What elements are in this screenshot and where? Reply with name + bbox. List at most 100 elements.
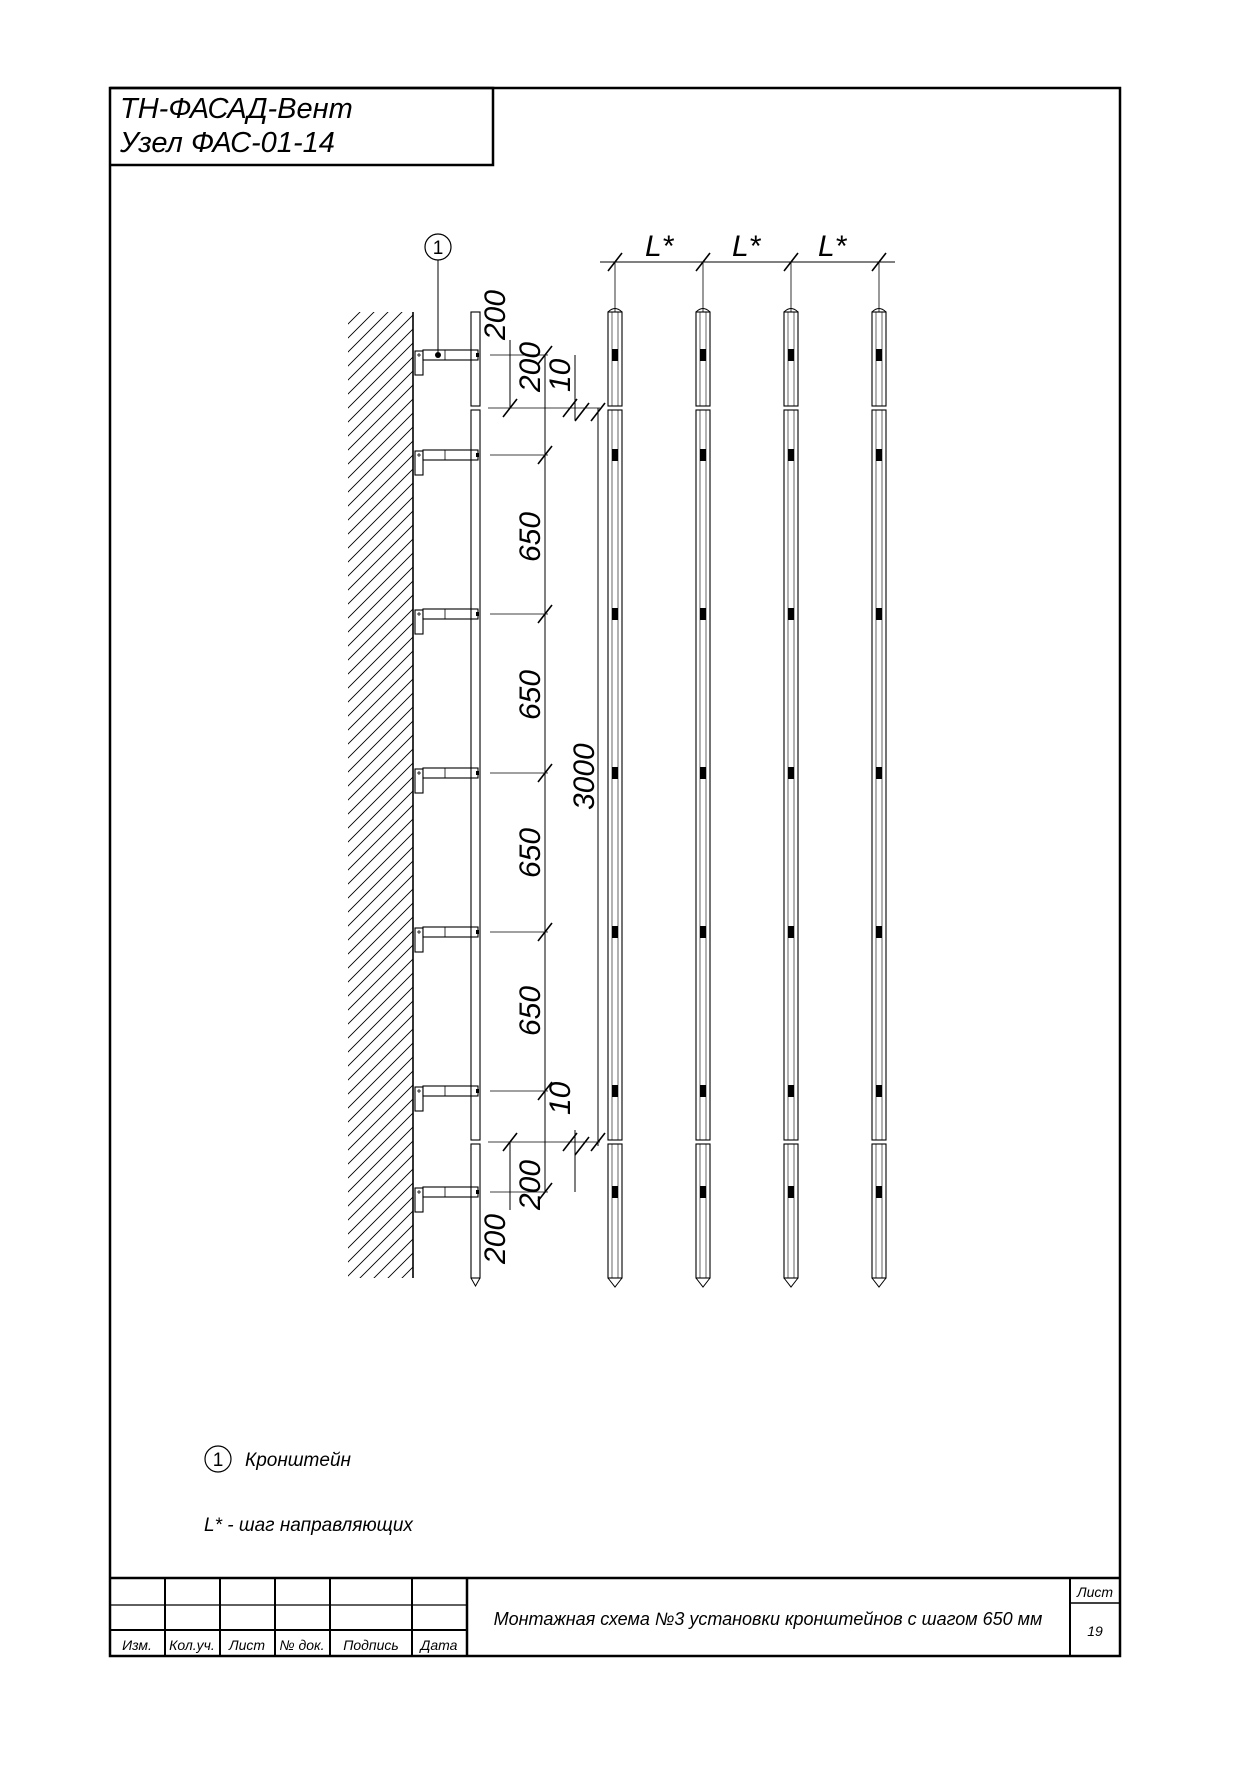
callout-number: 1 — [433, 238, 444, 259]
guide-fastener — [876, 1085, 882, 1097]
guide-break-mark-top — [695, 308, 711, 313]
stamp-col-izm: Изм. — [122, 1637, 152, 1653]
bracket-base-plate — [414, 350, 424, 376]
stamp: Изм. Кол.уч. Лист № док. Подпись Дата Мо… — [110, 1576, 1120, 1656]
front-guide — [695, 262, 711, 1288]
title-box: ТН-ФАСАД-Вент Узел ФАС-01-14 — [110, 86, 495, 167]
bracket-arm — [422, 1085, 479, 1097]
guide-fastener — [612, 608, 618, 620]
bracket-arm — [422, 349, 479, 361]
stamp-col-list: Лист — [228, 1637, 265, 1653]
dim-step-3: L* — [818, 230, 848, 263]
guide-fastener — [612, 449, 618, 461]
guide-segment — [871, 311, 887, 407]
dimension-labels: 200 200 10 650 650 650 650 3000 10 200 2… — [479, 230, 848, 1265]
bracket-base-plate — [414, 768, 424, 794]
guide-fastener — [876, 608, 882, 620]
dimension-tick — [562, 398, 578, 418]
dim-650-1: 650 — [514, 512, 547, 562]
side-guide-segment-main — [470, 409, 481, 1141]
dim-top-200-outer: 200 — [479, 290, 512, 341]
drawing-frame — [108, 86, 1122, 1658]
guide-fastener — [876, 349, 882, 361]
front-guide — [607, 262, 623, 1288]
side-guide-segment-bottom — [470, 1143, 481, 1279]
dimension-tick — [537, 1081, 553, 1101]
stamp-sheet-number: 19 — [1087, 1623, 1103, 1639]
dimension-tick — [537, 922, 553, 942]
dimension-tick — [537, 604, 553, 624]
bracket-base-plate — [414, 1187, 424, 1213]
guide-fastener — [700, 608, 706, 620]
wall — [348, 312, 414, 1278]
dimension-tick — [502, 398, 518, 418]
guide-fastener — [876, 926, 882, 938]
guide-segment — [871, 1143, 887, 1279]
guide-fastener — [700, 767, 706, 779]
guide-fastener — [700, 449, 706, 461]
stamp-sheet-label: Лист — [1076, 1584, 1113, 1600]
dim-step-1: L* — [645, 230, 675, 263]
guide-segment — [607, 1143, 623, 1279]
bracket-arm — [422, 767, 479, 779]
guide-break-mark-top — [607, 308, 623, 313]
guide-fastener — [876, 767, 882, 779]
guide-fastener — [700, 1085, 706, 1097]
front-view-guides — [607, 262, 887, 1288]
bracket — [414, 449, 479, 476]
guide-fastener — [788, 608, 794, 620]
stamp-col-doc-no: № док. — [279, 1637, 324, 1653]
legend-note: L* - шаг направляющих — [204, 1515, 414, 1536]
brackets — [414, 349, 479, 1213]
guide-fastener — [612, 349, 618, 361]
guide-segment — [783, 409, 799, 1141]
guide-fastener — [700, 926, 706, 938]
front-guide — [871, 262, 887, 1288]
bracket — [414, 1085, 479, 1112]
dim-650-3: 650 — [514, 828, 547, 878]
legend-number: 1 — [213, 1450, 224, 1471]
title-line-1: ТН-ФАСАД-Вент — [120, 93, 353, 125]
bracket — [414, 1186, 479, 1213]
dimension-tick — [590, 1132, 606, 1152]
dim-top-10: 10 — [544, 358, 577, 392]
guide-fastener — [788, 1085, 794, 1097]
dimension-tick — [537, 1182, 553, 1202]
dimension-lines — [488, 252, 895, 1210]
bracket-rivet — [476, 1089, 479, 1093]
callout-bracket: 1 — [424, 233, 452, 358]
guide-fastener — [700, 349, 706, 361]
bracket-arm — [422, 1186, 479, 1198]
dimension-tick — [537, 763, 553, 783]
guide-fastener — [876, 1186, 882, 1198]
bracket-arm — [422, 608, 479, 620]
bracket — [414, 926, 479, 953]
bracket-rivet — [476, 453, 479, 457]
stamp-col-kol-uch: Кол.уч. — [169, 1637, 215, 1653]
stamp-title: Монтажная схема №3 установки кронштейнов… — [494, 1609, 1043, 1629]
guide-fastener — [612, 1186, 618, 1198]
guide-segment — [607, 409, 623, 1141]
guide-break-mark-bottom — [607, 1277, 623, 1288]
stamp-col-date: Дата — [419, 1637, 458, 1653]
front-guide — [783, 262, 799, 1288]
side-view-guide — [470, 311, 481, 1288]
side-guide-segment-top — [470, 311, 481, 407]
dimension-tick — [537, 445, 553, 465]
guide-fastener — [788, 926, 794, 938]
dim-top-200-inner: 200 — [514, 342, 547, 393]
guide-fastener — [788, 349, 794, 361]
bracket-base-plate — [414, 450, 424, 476]
guide-break-mark-top — [783, 308, 799, 313]
dim-bottom-10: 10 — [544, 1081, 577, 1115]
dim-650-4: 650 — [514, 986, 547, 1036]
dimension-tick — [607, 252, 623, 272]
legend-item-text: Кронштейн — [245, 1450, 352, 1471]
guide-break-mark-bottom — [695, 1277, 711, 1288]
dim-650-2: 650 — [514, 670, 547, 720]
guide-break-mark-top — [871, 308, 887, 313]
bracket-rivet — [476, 612, 479, 616]
bracket — [414, 608, 479, 635]
guide-fastener — [788, 767, 794, 779]
bracket-base-plate — [414, 927, 424, 953]
